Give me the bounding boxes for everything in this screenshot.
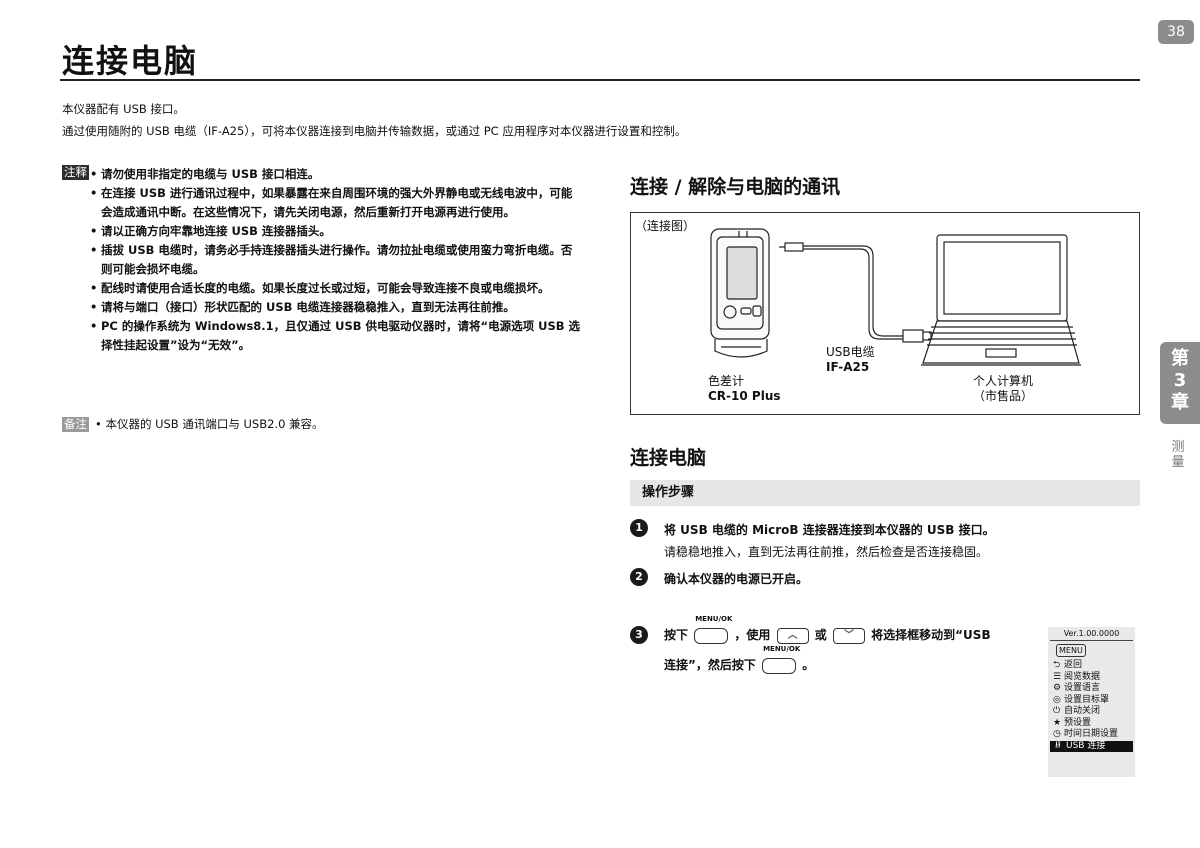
device-model: CR-10 Plus xyxy=(708,389,781,403)
menu-ok-key-icon: MENU/OK xyxy=(694,615,732,644)
note-item: 配线时请使用合适长度的电缆。如果长度过长或过短，可能会导致连接不良或电缆损坏。 xyxy=(90,279,582,298)
note-item: 请以正确方向牢靠地连接 USB 连接器插头。 xyxy=(90,222,582,241)
chapter-subtitle: 测量 xyxy=(1171,440,1185,470)
page-number: 38 xyxy=(1158,20,1194,44)
section-heading-connect: 连接 / 解除与电脑的通讯 xyxy=(630,176,841,198)
note-item: 插拔 USB 电缆时，请务必手持连接器插头进行操作。请勿拉扯电缆或使用蛮力弯折电… xyxy=(90,241,582,279)
clock-icon: ◷ xyxy=(1053,729,1061,739)
up-key-icon: ︿ xyxy=(776,627,809,644)
note-item: 请勿使用非指定的电缆与 USB 接口相连。 xyxy=(90,165,582,184)
back-icon: ⮌ xyxy=(1053,660,1061,670)
notes-tag: 注释 xyxy=(62,165,89,180)
page-title: 连接电脑 xyxy=(62,42,199,80)
step-number: 1 xyxy=(630,519,648,537)
note-item: 请将与端口（接口）形状匹配的 USB 电缆连接器稳稳推入，直到无法再往前推。 xyxy=(90,298,582,317)
step-number: 2 xyxy=(630,568,648,586)
connection-diagram: （连接图） xyxy=(630,212,1140,415)
usb-icon: ⭿ xyxy=(1055,740,1061,751)
remark-block: 备注 • 本仪器的 USB 通讯端口与 USB2.0 兼容。 xyxy=(62,416,324,432)
menu-item-language: ⚙设置语言 xyxy=(1053,683,1101,693)
power-icon: ⏻ xyxy=(1053,706,1061,716)
menu-item-auto-off: ⏻自动关闭 xyxy=(1053,706,1101,716)
step-number: 3 xyxy=(630,626,648,644)
settings-icon: ⚙ xyxy=(1053,683,1062,693)
colorimeter-illustration xyxy=(710,228,770,358)
menu-version: Ver.1.00.0000 xyxy=(1050,628,1133,641)
notes-header: 注释 xyxy=(62,165,582,180)
down-key-icon: ﹀ xyxy=(832,627,865,644)
pc-caption: 个人计算机 （市售品） xyxy=(963,374,1043,404)
intro-line-2: 通过使用随附的 USB 电缆（IF-A25），可将本仪器连接到电脑并传输数据，或… xyxy=(62,124,687,138)
title-divider xyxy=(60,79,1140,81)
menu-item-view-data: ☰阅览数据 xyxy=(1053,671,1101,682)
cable-label: USB电缆 xyxy=(826,345,875,359)
diagram-label: （连接图） xyxy=(635,219,696,233)
step-text-line-2: 连接”，然后按下 MENU/OK 。 xyxy=(664,644,815,674)
steps-bar: 操作步骤 xyxy=(630,480,1140,506)
chapter-tab: 第 3 章 xyxy=(1160,342,1200,424)
step-text-line-1: 按下 MENU/OK ，使用 ︿ 或 ﹀ 将选择框移动到“USB xyxy=(664,614,991,644)
star-icon: ★ xyxy=(1053,717,1062,728)
notes-list: 请勿使用非指定的电缆与 USB 接口相连。 在连接 USB 进行通讯过程中，如果… xyxy=(62,165,582,355)
intro-text: 本仪器配有 USB 接口。 通过使用随附的 USB 电缆（IF-A25），可将本… xyxy=(62,98,686,142)
menu-button-label: MENU xyxy=(1056,644,1086,657)
menu-item-preset: ★预设置 xyxy=(1053,717,1092,728)
remark-tag: 备注 xyxy=(62,417,89,432)
device-caption: 色差计 CR-10 Plus xyxy=(708,374,781,404)
target-icon: ◎ xyxy=(1053,694,1061,705)
list-icon: ☰ xyxy=(1053,671,1062,682)
note-item: PC 的操作系统为 Windows8.1，且仅通过 USB 供电驱动仪器时，请将… xyxy=(90,317,582,355)
menu-item-back: ⮌返回 xyxy=(1053,660,1083,670)
cable-caption: USB电缆 IF-A25 xyxy=(826,345,875,375)
menu-items: ⮌返回 ☰阅览数据 ⚙设置语言 ◎设置目标罩 ⏻自动关闭 ★预设置 ◷时间日期设… xyxy=(1048,660,1135,752)
menu-item-datetime: ◷时间日期设置 xyxy=(1053,729,1119,739)
device-menu-screen: Ver.1.00.0000 MENU ⮌返回 ☰阅览数据 ⚙设置语言 ◎设置目标… xyxy=(1048,627,1135,777)
connection-illustration xyxy=(710,228,1081,366)
step-sub-text: 请稳稳地推入，直到无法再往前推，然后检查是否连接稳固。 xyxy=(664,545,989,559)
menu-item-target-mask: ◎设置目标罩 xyxy=(1053,694,1110,705)
pc-label: 个人计算机 xyxy=(972,374,1033,388)
step-text: 将 USB 电缆的 MicroB 连接器连接到本仪器的 USB 接口。 xyxy=(664,523,995,537)
usb-cable-illustration xyxy=(779,242,932,343)
laptop-illustration xyxy=(921,234,1081,366)
step-text: 确认本仪器的电源已开启。 xyxy=(664,572,809,586)
remark-text: • 本仪器的 USB 通讯端口与 USB2.0 兼容。 xyxy=(95,417,324,431)
menu-item-usb: ⭿USB 连接 xyxy=(1050,740,1133,752)
intro-line-1: 本仪器配有 USB 接口。 xyxy=(62,102,185,116)
cable-model: IF-A25 xyxy=(826,360,870,374)
section-heading-pc: 连接电脑 xyxy=(630,447,707,469)
menu-ok-key-icon: MENU/OK xyxy=(762,645,800,674)
note-item: 在连接 USB 进行通讯过程中，如果暴露在来自周围环境的强大外界静电或无线电波中… xyxy=(90,184,582,222)
notes-block: 注释 请勿使用非指定的电缆与 USB 接口相连。 在连接 USB 进行通讯过程中… xyxy=(62,165,582,355)
pc-sub-label: （市售品） xyxy=(972,389,1033,403)
device-label: 色差计 xyxy=(708,374,745,388)
